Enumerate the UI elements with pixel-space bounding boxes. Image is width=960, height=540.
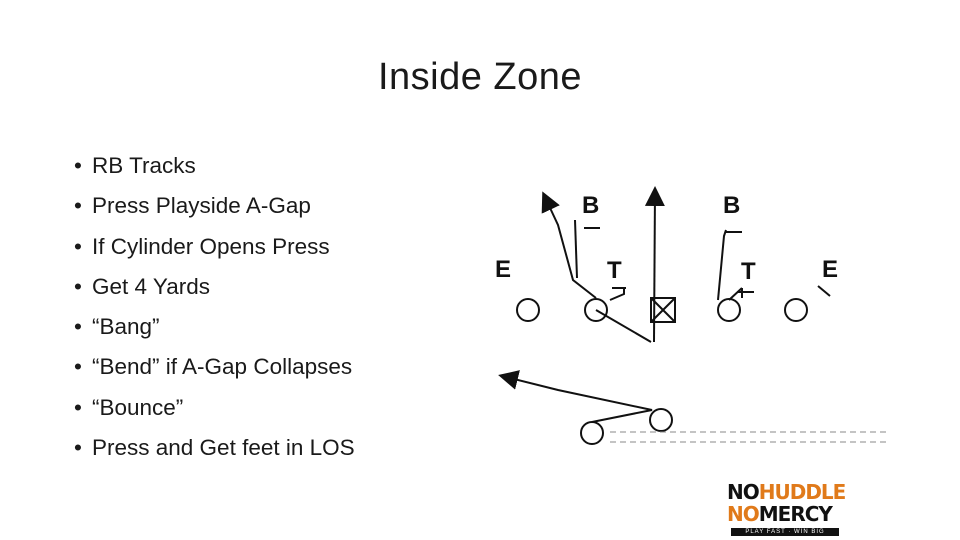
defender-b-right: B (723, 192, 740, 219)
bullet-dot: • (74, 435, 82, 461)
play-diagram: B B E T T E (495, 186, 888, 445)
bullet-dot: • (74, 354, 82, 380)
logo-tagline: PLAY FAST · WIN BIG (731, 528, 839, 536)
route-left-guard-stem (574, 219, 578, 279)
quarterback (649, 408, 673, 432)
bullet-dot: • (74, 233, 82, 259)
lineman-right-tackle (784, 298, 808, 322)
running-back (580, 421, 604, 445)
center-box (650, 297, 676, 323)
bullet-item: •Press and Get feet in LOS (74, 428, 355, 468)
bullet-dot: • (74, 394, 82, 420)
route-left-guard-block (609, 288, 625, 301)
slide-title: Inside Zone (377, 56, 583, 98)
defender-b-left: B (582, 192, 599, 219)
defender-e-left: E (495, 256, 511, 283)
logo-line-2: NOMERCY (727, 502, 833, 526)
route-left-guard (541, 191, 597, 299)
bullet-item: •Get 4 Yards (74, 267, 355, 307)
bullet-item: •If Cylinder Opens Press (74, 227, 355, 267)
bullet-dot: • (74, 314, 82, 340)
lineman-left-tackle (516, 298, 540, 322)
lineman-left-guard (584, 298, 608, 322)
route-rb-bounce (498, 370, 653, 423)
bullet-item: •RB Tracks (74, 146, 355, 186)
bullet-item: •“Bend” if A-Gap Collapses (74, 347, 355, 387)
bullet-list: •RB Tracks •Press Playside A-Gap •If Cyl… (74, 146, 355, 468)
defender-tick (817, 285, 831, 297)
bullet-dot: • (74, 193, 82, 219)
route-center-arrow (644, 186, 665, 343)
route-guard-to-center (595, 309, 652, 343)
bullet-dot: • (74, 273, 82, 299)
defender-t-left: T (607, 257, 622, 284)
lineman-right-guard (717, 298, 741, 322)
route-right-guard (717, 229, 727, 301)
route-right-guard-block (728, 287, 743, 301)
bullet-dot: • (74, 153, 82, 178)
defender-t-right: T (741, 258, 756, 285)
logo-line-1: NOHUDDLE (727, 480, 846, 504)
bullet-item: •Press Playside A-Gap (74, 186, 355, 226)
bullet-item: •“Bounce” (74, 388, 355, 428)
defender-e-right: E (822, 256, 838, 283)
bullet-item: •“Bang” (74, 307, 355, 347)
no-huddle-no-mercy-logo: NOHUDDLE NOMERCY PLAY FAST · WIN BIG (727, 480, 846, 540)
line-of-scrimmage-hash (610, 431, 888, 443)
